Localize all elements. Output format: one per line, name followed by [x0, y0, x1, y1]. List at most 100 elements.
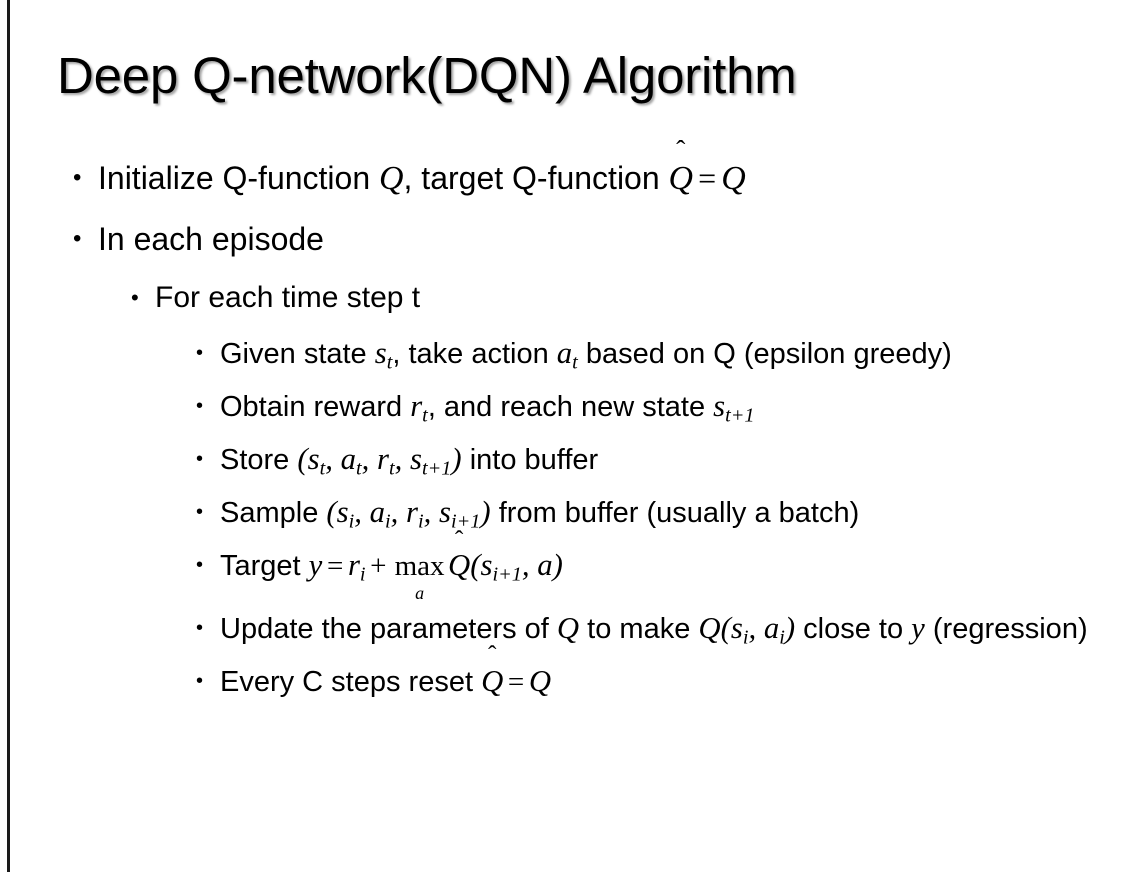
text-segment: Obtain reward — [220, 391, 411, 423]
math-q: Q — [528, 663, 552, 698]
list-item-obtain-reward[interactable]: • Obtain reward rt, and reach new state … — [0, 380, 1124, 433]
math-subscript: i — [779, 626, 785, 649]
math-symbol-base: s — [374, 336, 387, 370]
math-max-limit: a — [415, 582, 425, 603]
math-q: Q — [379, 160, 404, 197]
bullet-marker: • — [73, 164, 82, 191]
math-state-s: si — [730, 610, 749, 649]
math-paren-open: ( — [297, 442, 308, 476]
math-symbol-base: a — [340, 442, 356, 476]
math-q: Q — [721, 160, 746, 197]
math-reward-r: rt — [377, 442, 395, 479]
math-symbol-base: s — [336, 495, 349, 529]
bullet-marker: • — [73, 225, 82, 252]
text-segment: Update the parameters of — [220, 612, 557, 645]
math-subscript: i — [742, 626, 749, 649]
text-segment: , target Q-function — [403, 160, 669, 196]
list-item-text: Every C steps reset ̂Q=Q — [220, 655, 1096, 708]
math-subscript: i — [385, 510, 391, 533]
math-target-y: y — [911, 610, 925, 645]
math-q-hat: ̂Q — [448, 539, 470, 591]
list-item-sample-batch[interactable]: • Sample (si, ai, ri, si+1) from buffer … — [0, 486, 1124, 539]
math-action-a: a — [537, 548, 553, 582]
math-reward-r: rt — [410, 389, 428, 426]
math-paren-open: ( — [326, 495, 337, 529]
text-segment: Initialize Q-function — [98, 160, 380, 196]
math-comma: , — [521, 548, 538, 582]
bullet-marker: • — [196, 616, 204, 639]
bullet-list: • Initialize Q-function Q, target Q-func… — [0, 148, 1124, 708]
bullet-marker: • — [196, 395, 204, 417]
math-state-s-next: st+1 — [409, 442, 451, 479]
math-action-a: ai — [764, 611, 785, 649]
math-q-hat-base: Q — [668, 160, 694, 197]
math-symbol-base: s — [409, 442, 422, 476]
math-comma: , — [361, 442, 377, 476]
math-symbol-base: s — [480, 548, 493, 582]
math-state-s-next: st+1 — [713, 389, 754, 426]
bullet-marker: • — [196, 501, 204, 523]
text-segment: Sample — [220, 497, 327, 529]
math-comma: , — [354, 495, 370, 529]
bullet-marker: • — [131, 285, 139, 310]
math-state-s: st — [374, 336, 393, 373]
math-paren-close: ) — [552, 548, 563, 582]
list-item-text: Update the parameters of Q to make Q(si,… — [220, 602, 1096, 655]
list-item-target-equation[interactable]: • Target y=ri+maxâQ(si+1, a) — [0, 539, 1124, 602]
list-item-reset-target-network[interactable]: • Every C steps reset ̂Q=Q — [0, 655, 1124, 708]
text-segment: (regression) — [924, 612, 1088, 645]
bullet-marker: • — [196, 448, 204, 470]
list-item-text: Given state st, take action at based on … — [220, 327, 1096, 380]
math-equals: = — [326, 550, 344, 582]
list-item-given-state[interactable]: • Given state st, take action at based o… — [0, 327, 1124, 380]
text-segment: Given state — [220, 338, 375, 370]
math-symbol-base: s — [439, 495, 451, 529]
math-comma: , — [394, 442, 410, 476]
text-segment: to make — [579, 612, 699, 645]
math-q-hat-base: Q — [448, 548, 471, 582]
math-symbol-base: s — [730, 610, 743, 645]
math-subscript: i — [417, 510, 424, 533]
text-segment: Store — [220, 444, 298, 476]
page-title: Deep Q-network(DQN) Algorithm — [57, 47, 797, 104]
math-subscript: i — [348, 510, 355, 533]
list-item-store-transition[interactable]: • Store (st, at, rt, st+1) into buffer — [0, 433, 1124, 486]
text-segment: Target — [220, 550, 309, 582]
math-symbol-base: r — [347, 548, 360, 582]
text-segment: based on Q (epsilon greedy) — [577, 338, 952, 370]
math-subscript: i+1 — [450, 510, 481, 533]
math-subscript: t — [572, 351, 578, 374]
left-edge-rule — [7, 0, 10, 872]
math-subscript: i — [359, 563, 366, 586]
math-state-s-next: si+1 — [480, 548, 521, 585]
text-segment: close to — [795, 612, 912, 645]
math-reward-r: ri — [347, 548, 366, 585]
math-q-hat: ̂Q — [481, 655, 503, 707]
list-item-text: Initialize Q-function Q, target Q-functi… — [98, 148, 1124, 209]
list-item-text: Store (st, at, rt, st+1) into buffer — [220, 433, 1096, 486]
math-subscript: i+1 — [492, 563, 522, 586]
math-comma: , — [423, 495, 439, 529]
math-state-s-next: si+1 — [439, 495, 480, 532]
math-symbol-base: s — [307, 442, 320, 476]
list-item-in-each-episode[interactable]: • In each episode — [0, 209, 1124, 269]
math-symbol-base: r — [410, 389, 423, 423]
math-subscript: t — [319, 457, 326, 480]
math-symbol-base: r — [377, 442, 389, 476]
list-item-for-each-time-step[interactable]: • For each time step t — [0, 269, 1124, 327]
bullet-marker: • — [196, 669, 204, 692]
math-comma: , — [748, 610, 764, 645]
math-comma: , — [390, 495, 407, 529]
list-item-text: For each time step t — [155, 281, 421, 314]
text-segment: into buffer — [461, 444, 599, 476]
math-action-a: at — [340, 442, 362, 479]
text-segment: , take action — [392, 338, 557, 370]
list-item-initialize[interactable]: • Initialize Q-function Q, target Q-func… — [0, 148, 1124, 209]
math-target-y: y — [308, 548, 323, 582]
math-plus: + — [370, 550, 387, 582]
math-q-hat: ̂Q — [669, 149, 694, 209]
list-item-update-parameters[interactable]: • Update the parameters of Q to make Q(s… — [0, 602, 1124, 655]
math-q: Q — [556, 610, 580, 645]
